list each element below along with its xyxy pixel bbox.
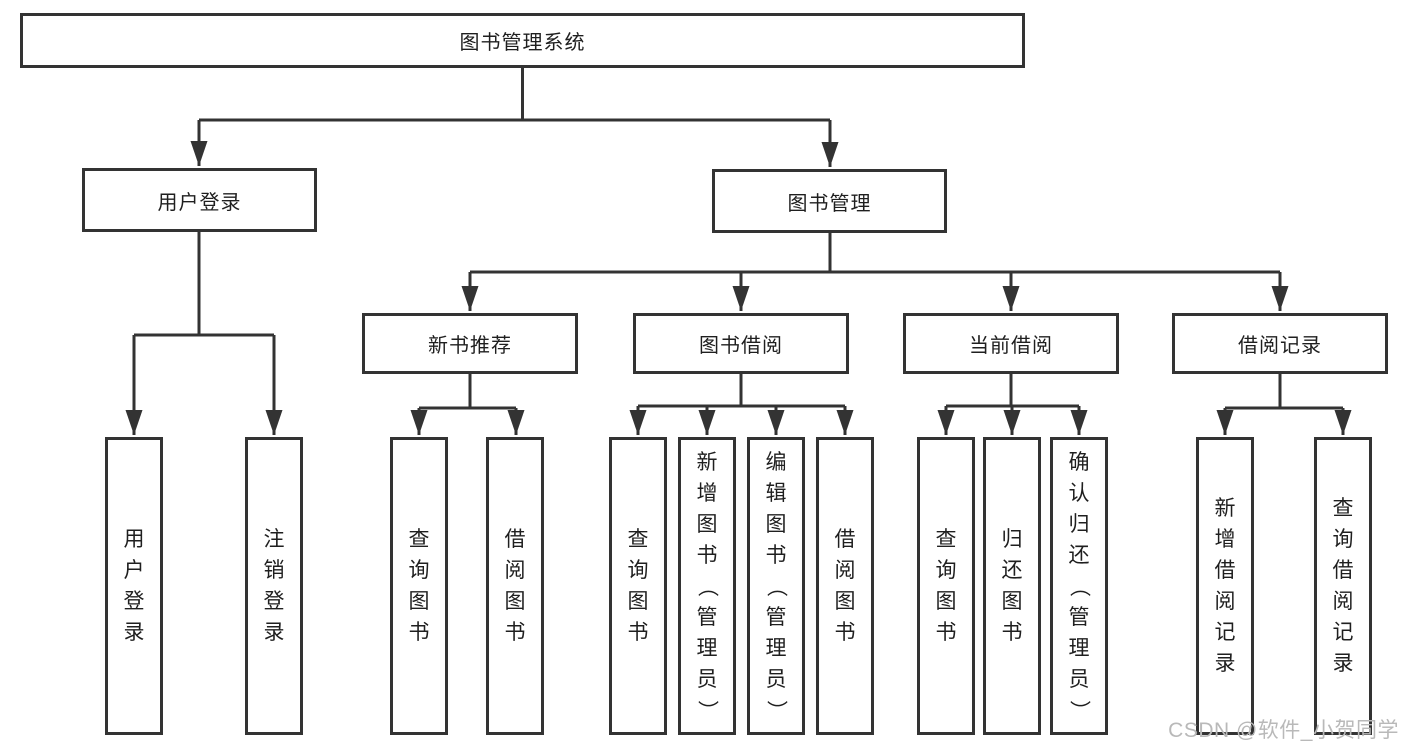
node-label: 借阅记录 [1238, 335, 1322, 357]
leaf-query-books-borrow: 查询图书 [609, 437, 667, 735]
node-label: 新书推荐 [428, 335, 512, 357]
node-user-login: 用户登录 [82, 168, 317, 232]
leaf-label: 查询图书 [408, 528, 430, 644]
leaf-borrow-books: 借阅图书 [816, 437, 874, 735]
leaf-query-books-recommend: 查询图书 [390, 437, 448, 735]
leaf-label: 查询借阅记录 [1332, 497, 1354, 675]
node-current-borrowing: 当前借阅 [903, 313, 1119, 374]
leaf-label: 用户登录 [123, 528, 145, 644]
leaf-label: 确认归还（管理员） [1067, 450, 1091, 721]
node-label: 当前借阅 [969, 335, 1053, 357]
node-label: 图书管理系统 [459, 32, 586, 54]
node-library-management-system: 图书管理系统 [20, 13, 1025, 68]
leaf-borrow-books-recommend: 借阅图书 [486, 437, 544, 735]
leaf-label: 查询图书 [627, 528, 649, 644]
node-label: 图书管理 [787, 192, 872, 215]
leaf-label: 查询图书 [935, 528, 957, 644]
leaf-user-login: 用户登录 [105, 437, 163, 735]
leaf-label: 归还图书 [1001, 528, 1023, 644]
csdn-watermark: CSDN @软件_小贺同学 [1168, 719, 1399, 742]
leaf-logout-login: 注销登录 [245, 437, 303, 735]
node-label: 用户登录 [157, 191, 242, 214]
node-new-book-recommendation: 新书推荐 [362, 313, 578, 374]
leaf-add-borrow-record: 新增借阅记录 [1196, 437, 1254, 735]
leaf-query-books-current: 查询图书 [917, 437, 975, 735]
leaf-label: 借阅图书 [834, 528, 856, 644]
leaf-query-borrow-record: 查询借阅记录 [1314, 437, 1372, 735]
leaf-label: 注销登录 [263, 528, 285, 644]
node-borrowing-records: 借阅记录 [1172, 313, 1388, 374]
leaf-label: 借阅图书 [504, 528, 526, 644]
leaf-label: 新增借阅记录 [1214, 497, 1236, 675]
node-book-borrowing: 图书借阅 [633, 313, 849, 374]
node-label: 图书借阅 [699, 335, 783, 357]
leaf-label: 编辑图书（管理员） [764, 450, 788, 721]
leaf-edit-books-admin: 编辑图书（管理员） [747, 437, 805, 735]
node-book-management: 图书管理 [712, 169, 947, 233]
leaf-add-books-admin: 新增图书（管理员） [678, 437, 736, 735]
leaf-label: 新增图书（管理员） [695, 450, 719, 721]
leaf-return-books: 归还图书 [983, 437, 1041, 735]
leaf-confirm-return-admin: 确认归还（管理员） [1050, 437, 1108, 735]
